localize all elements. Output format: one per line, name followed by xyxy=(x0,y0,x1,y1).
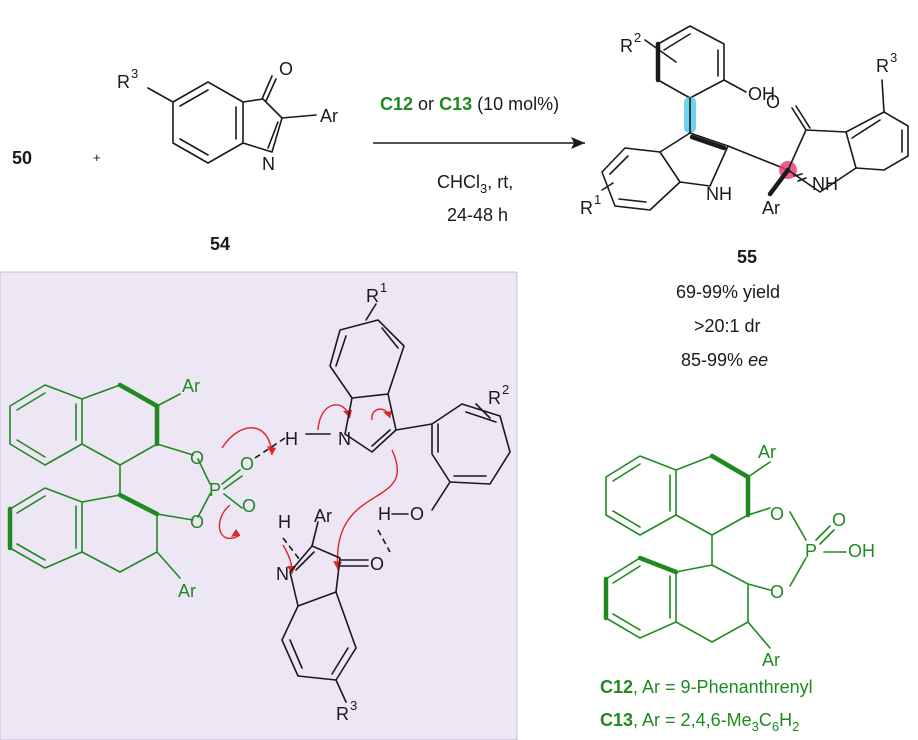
product-55-structure xyxy=(601,25,909,211)
time-line: 24-48 h xyxy=(447,205,508,225)
ts-catalyst-ar-top: Ar xyxy=(182,376,200,396)
catalyst-p: P xyxy=(805,541,817,561)
product-r-group-2: R xyxy=(620,36,633,56)
catalyst-c13-caption: C13, Ar = 2,4,6-Me3C6H2 xyxy=(600,710,799,734)
reactant-54-label: 54 xyxy=(210,234,230,254)
ts-indole-structure xyxy=(305,303,511,511)
product-r-sup-2: 2 xyxy=(634,30,641,45)
h-bond-1 xyxy=(254,435,289,459)
plus-sign: + xyxy=(93,150,101,165)
r-group: R xyxy=(117,72,130,92)
atom-ar: Ar xyxy=(320,106,338,126)
product-nh-indolinone: NH xyxy=(812,174,838,194)
product-r-sup-3: 3 xyxy=(890,50,897,65)
reactant-50-label: 50 xyxy=(12,148,32,168)
conditions-line: C12 or C13 (10 mol%) xyxy=(380,94,559,114)
catalyst-structure xyxy=(603,453,847,649)
ts-indolone-n: N xyxy=(276,564,289,584)
ts-catalyst-o3: O xyxy=(240,454,254,474)
ts-indole-n: N xyxy=(338,429,351,449)
product-nh-indole: NH xyxy=(706,184,732,204)
indolone-54-structure xyxy=(147,75,317,164)
ts-catalyst-o4: O xyxy=(242,496,256,516)
product-r-group-3: R xyxy=(876,56,889,76)
ts-phenol-o: O xyxy=(410,504,424,524)
transition-state-panel xyxy=(0,271,518,740)
product-r-sup-1: 1 xyxy=(594,192,601,207)
ts-r-sup-2: 2 xyxy=(502,382,509,397)
ts-catalyst-o2: O xyxy=(190,512,204,532)
ts-catalyst-structure xyxy=(7,382,243,579)
ts-catalyst-ar-bottom: Ar xyxy=(178,581,196,601)
ts-r-sup-3: 3 xyxy=(350,698,357,713)
ts-indolone-ar: Ar xyxy=(314,506,332,526)
catalyst-o3: O xyxy=(832,510,846,530)
h-bond-2 xyxy=(282,537,301,561)
catalyst-oh: OH xyxy=(848,541,875,561)
ts-acid-h: H xyxy=(278,512,291,532)
ts-indolone-structure xyxy=(281,521,369,703)
catalyst-ar-bottom: Ar xyxy=(762,650,780,670)
yield-text: 69-99% yield xyxy=(676,282,780,302)
product-55-label: 55 xyxy=(737,247,757,267)
ee-text: 85-99% ee xyxy=(681,350,768,370)
product-ar: Ar xyxy=(762,198,780,218)
atom-o: O xyxy=(279,59,293,79)
ts-indole-h: H xyxy=(285,429,298,449)
catalyst-c12-caption: C12, Ar = 9-Phenanthrenyl xyxy=(600,677,813,697)
ts-r-group-2: R xyxy=(488,388,501,408)
atom-n: N xyxy=(262,154,275,174)
catalyst-o1: O xyxy=(770,504,784,524)
ts-indolone-o: O xyxy=(370,554,384,574)
solvent-line: CHCl3, rt, xyxy=(437,172,513,196)
dr-text: >20:1 dr xyxy=(694,316,761,336)
ts-r-sup-1: 1 xyxy=(380,280,387,295)
ts-r-group-3: R xyxy=(336,704,349,724)
catalyst-ar-top: Ar xyxy=(758,442,776,462)
product-oh: OH xyxy=(748,84,775,104)
h-bond-3 xyxy=(377,529,391,553)
ts-catalyst-p: P xyxy=(209,480,221,500)
catalyst-o2: O xyxy=(770,582,784,602)
ts-electron-arrows xyxy=(218,404,399,575)
product-r-group-1: R xyxy=(580,198,593,218)
reaction-arrowhead xyxy=(571,137,585,149)
ts-catalyst-o1: O xyxy=(190,448,204,468)
r-sup-3: 3 xyxy=(131,66,138,81)
product-o: O xyxy=(766,92,780,112)
ts-r-group-1: R xyxy=(366,286,379,306)
ts-phenol-h: H xyxy=(378,504,391,524)
